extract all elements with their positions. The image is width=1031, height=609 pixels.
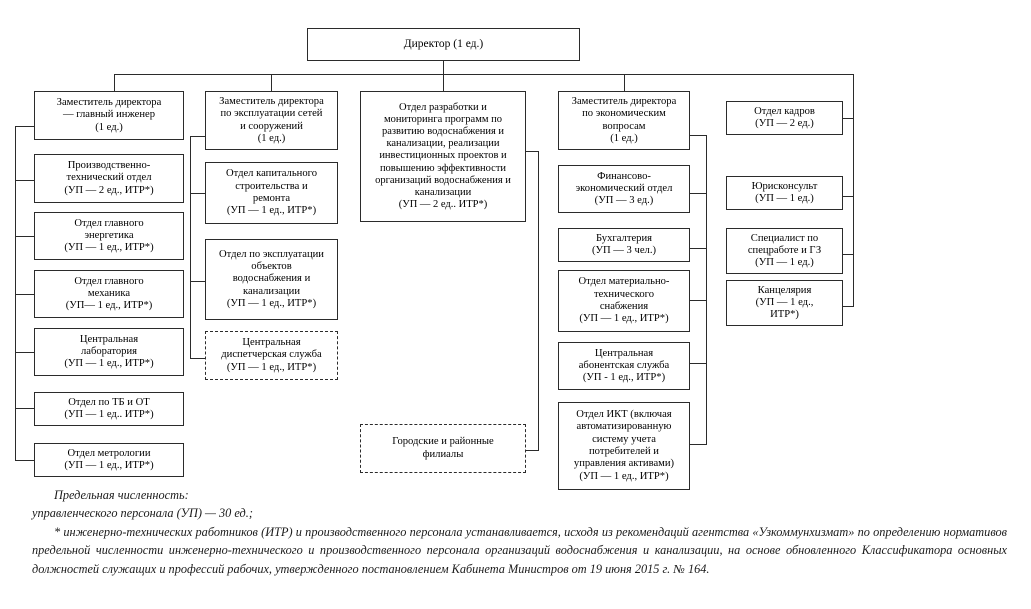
box-production-technical-dept-label: Производственно- технический отдел (УП —…: [64, 160, 154, 196]
connector-director-drop: [443, 61, 445, 75]
box-capital-construction-repair-dept-label: Отдел капитального строительства и ремон…: [225, 168, 318, 217]
connector-stub-col4-4: [690, 363, 707, 365]
box-development-monitoring-dept-label: Отдел разработки и мониторинга программ …: [375, 101, 511, 211]
box-city-district-branches-label: Городские и районные филиалы: [392, 436, 494, 460]
connector-stub-col2-2: [190, 281, 205, 283]
box-central-laboratory-label: Центральная лаборатория (УП — 1 ед., ИТР…: [64, 333, 154, 370]
box-metrology-dept-label: Отдел метрологии (УП — 1 ед., ИТР*): [64, 447, 154, 471]
connector-bus-col4: [706, 135, 708, 444]
box-hr-dept-label: Отдел кадров (УП — 2 ед.): [754, 105, 815, 129]
box-hr-dept[interactable]: Отдел кадров (УП — 2 ед.): [726, 101, 843, 135]
box-special-work-specialist[interactable]: Специалист по спецработе и ГЗ (УП — 1 ед…: [726, 228, 843, 274]
box-capital-construction-repair-dept[interactable]: Отдел капитального строительства и ремон…: [205, 162, 338, 224]
box-deputy-networks-operation[interactable]: Заместитель директора по эксплуатации се…: [205, 91, 338, 150]
box-chancellery-label: Канцелярия (УП — 1 ед., ИТР*): [755, 284, 814, 321]
box-deputy-networks-operation-label: Заместитель директора по эксплуатации се…: [219, 95, 324, 144]
box-central-dispatch-service-label: Центральная диспетчерская служба (УП — 1…: [221, 337, 322, 373]
box-deputy-economics[interactable]: Заместитель директора по экономическим в…: [558, 91, 690, 150]
box-water-sewage-facilities-operation-dept-label: Отдел по эксплуатации объектов водоснабж…: [219, 248, 324, 309]
connector-stub-col2-1: [190, 193, 205, 195]
box-accounting-label: Бухгалтерия (УП — 3 чел.): [591, 232, 656, 256]
footnote-line-3: * инженерно-технических работников (ИТР)…: [32, 524, 1007, 576]
box-director-label: Директор (1 ед.): [403, 37, 484, 50]
connector-stub-col4-3: [690, 300, 707, 302]
connector-stub-col4-2: [690, 248, 707, 250]
connector-bus-col1: [15, 126, 17, 460]
connector-stub-col5-2: [843, 196, 854, 198]
box-legal-counsel[interactable]: Юрисконсульт (УП — 1 ед.): [726, 176, 843, 210]
box-material-technical-supply-dept[interactable]: Отдел материально- технического снабжени…: [558, 270, 690, 332]
connector-bus-col2: [190, 136, 192, 358]
connector-stub-col1-2: [15, 236, 34, 238]
connector-bus-col3: [538, 151, 540, 450]
box-central-laboratory[interactable]: Центральная лаборатория (УП — 1 ед., ИТР…: [34, 328, 184, 376]
connector-stub-col2-3: [190, 358, 205, 360]
box-financial-economic-dept[interactable]: Финансово- экономический отдел (УП — 3 е…: [558, 165, 690, 213]
connector-stub-col3-branch: [526, 450, 539, 452]
connector-stub-col5-1: [843, 118, 854, 120]
connector-stub-col5-4: [843, 306, 854, 308]
box-development-monitoring-dept[interactable]: Отдел разработки и мониторинга программ …: [360, 91, 526, 222]
connector-stub-col5-3: [843, 254, 854, 256]
connector-top-spine: [114, 74, 854, 76]
box-director[interactable]: Директор (1 ед.): [307, 28, 580, 61]
connector-stub-col2-head: [190, 136, 205, 138]
box-special-work-specialist-label: Специалист по спецработе и ГЗ (УП — 1 ед…: [747, 232, 822, 269]
connector-drop-col2: [271, 74, 273, 91]
box-legal-counsel-label: Юрисконсульт (УП — 1 ед.): [751, 180, 818, 204]
connector-drop-col4: [624, 74, 626, 91]
connector-stub-col3-head: [526, 151, 539, 153]
box-accounting[interactable]: Бухгалтерия (УП — 3 чел.): [558, 228, 690, 262]
box-central-subscriber-service-label: Центральная абонентская служба (УП - 1 е…: [578, 347, 670, 384]
box-safety-labor-protection-dept[interactable]: Отдел по ТБ и ОТ (УП — 1 ед.. ИТР*): [34, 392, 184, 426]
connector-stub-col1-3: [15, 294, 34, 296]
box-deputy-economics-label: Заместитель директора по экономическим в…: [571, 95, 677, 144]
connector-stub-col4-1: [690, 193, 707, 195]
box-chief-power-engineer-dept[interactable]: Отдел главного энергетика (УП — 1 ед., И…: [34, 212, 184, 260]
box-material-technical-supply-dept-label: Отдел материально- технического снабжени…: [578, 276, 670, 325]
connector-stub-col1-6: [15, 460, 34, 462]
box-deputy-chief-engineer[interactable]: Заместитель директора — главный инженер …: [34, 91, 184, 140]
box-ict-dept[interactable]: Отдел ИКТ (включая автоматизированную си…: [558, 402, 690, 490]
connector-drop-col1: [114, 74, 116, 91]
box-chief-power-engineer-dept-label: Отдел главного энергетика (УП — 1 ед., И…: [64, 217, 154, 254]
connector-stub-col4-head: [690, 135, 707, 137]
connector-drop-col3: [443, 74, 445, 91]
box-chief-mechanic-dept-label: Отдел главного механика (УП— 1 ед., ИТР*…: [65, 275, 153, 312]
box-central-dispatch-service[interactable]: Центральная диспетчерская служба (УП — 1…: [205, 331, 338, 380]
connector-drop-col5: [853, 74, 855, 306]
box-central-subscriber-service[interactable]: Центральная абонентская служба (УП - 1 е…: [558, 342, 690, 390]
box-metrology-dept[interactable]: Отдел метрологии (УП — 1 ед., ИТР*): [34, 443, 184, 477]
box-financial-economic-dept-label: Финансово- экономический отдел (УП — 3 е…: [575, 170, 673, 207]
box-chancellery[interactable]: Канцелярия (УП — 1 ед., ИТР*): [726, 280, 843, 326]
box-safety-labor-protection-dept-label: Отдел по ТБ и ОТ (УП — 1 ед.. ИТР*): [64, 396, 154, 420]
box-city-district-branches[interactable]: Городские и районные филиалы: [360, 424, 526, 473]
connector-stub-col1-1: [15, 180, 34, 182]
box-water-sewage-facilities-operation-dept[interactable]: Отдел по эксплуатации объектов водоснабж…: [205, 239, 338, 320]
connector-stub-col1-head: [15, 126, 34, 128]
connector-stub-col4-5: [690, 444, 707, 446]
box-deputy-chief-engineer-label: Заместитель директора — главный инженер …: [56, 97, 162, 133]
box-production-technical-dept[interactable]: Производственно- технический отдел (УП —…: [34, 154, 184, 203]
connector-stub-col1-4: [15, 352, 34, 354]
box-ict-dept-label: Отдел ИКТ (включая автоматизированную си…: [573, 409, 675, 482]
box-chief-mechanic-dept[interactable]: Отдел главного механика (УП— 1 ед., ИТР*…: [34, 270, 184, 318]
footnote-line-2: управленческого персонала (УП) — 30 ед.;: [32, 506, 253, 521]
footnote-line-1: Предельная численность:: [54, 488, 189, 502]
connector-stub-col1-5: [15, 408, 34, 410]
footnote: Предельная численность: управленческого …: [32, 486, 1007, 578]
